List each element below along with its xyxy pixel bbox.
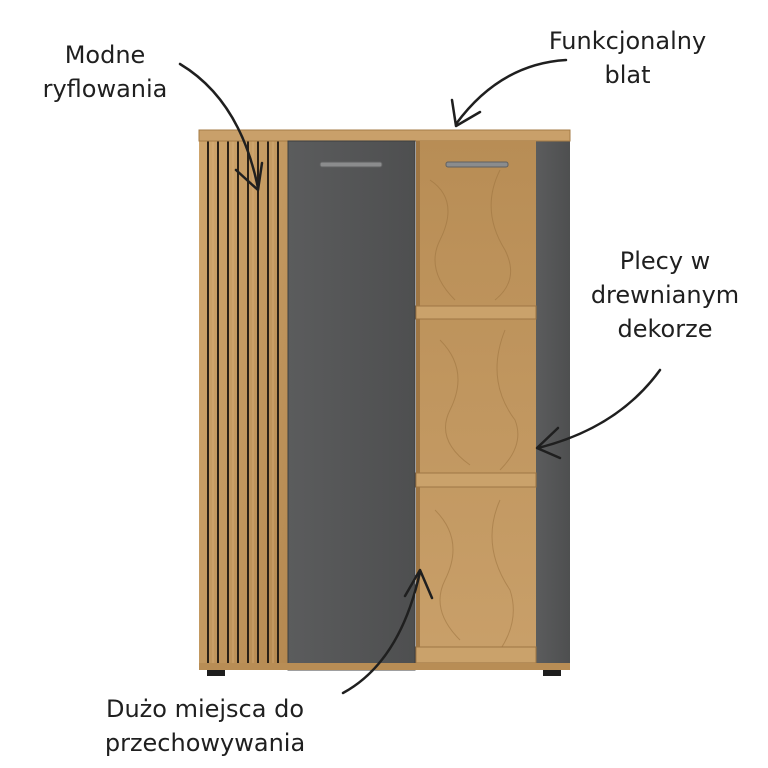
label-back: Plecy w drewnianym dekorze [585, 244, 745, 346]
arrow-storage [341, 570, 422, 695]
label-ribbing: Modne ryflowania [30, 38, 180, 106]
label-ribbing-line-2: ryflowania [42, 75, 168, 103]
label-top: Funkcjonalny blat [540, 24, 715, 92]
cabinet-foot-left [207, 668, 225, 676]
annotation-arrows [178, 58, 662, 695]
bottom-shelf [415, 646, 537, 664]
arrow-ribbing [178, 62, 260, 190]
cabinet-foot-right [543, 668, 561, 676]
label-top-line-1: Funkcjonalny [548, 27, 707, 55]
cabinet-right-side [536, 140, 570, 670]
label-storage: Dużo miejsca do przechowywania [95, 692, 315, 760]
shelf-2 [415, 472, 537, 488]
cabinet-left-side [199, 140, 289, 670]
wood-grain [429, 169, 519, 651]
label-storage-line-1: Dużo miejsca do [105, 695, 305, 723]
cabinet-top-board [198, 129, 571, 142]
compartment-handle [445, 161, 509, 168]
label-top-line-2: blat [604, 61, 651, 89]
door-handle [319, 161, 383, 168]
label-storage-line-2: przechowywania [104, 729, 306, 757]
cabinet-door [287, 140, 416, 671]
shelf-1 [415, 305, 537, 320]
arrow-back [536, 368, 662, 450]
arrow-top [454, 58, 568, 126]
label-back-line-1: Plecy w [619, 247, 711, 275]
label-back-line-2: drewnianym [590, 281, 740, 309]
label-back-line-3: dekorze [617, 315, 713, 343]
open-shelf-compartment [416, 141, 536, 670]
fluted-panel [207, 140, 279, 670]
label-ribbing-line-1: Modne [64, 41, 146, 69]
